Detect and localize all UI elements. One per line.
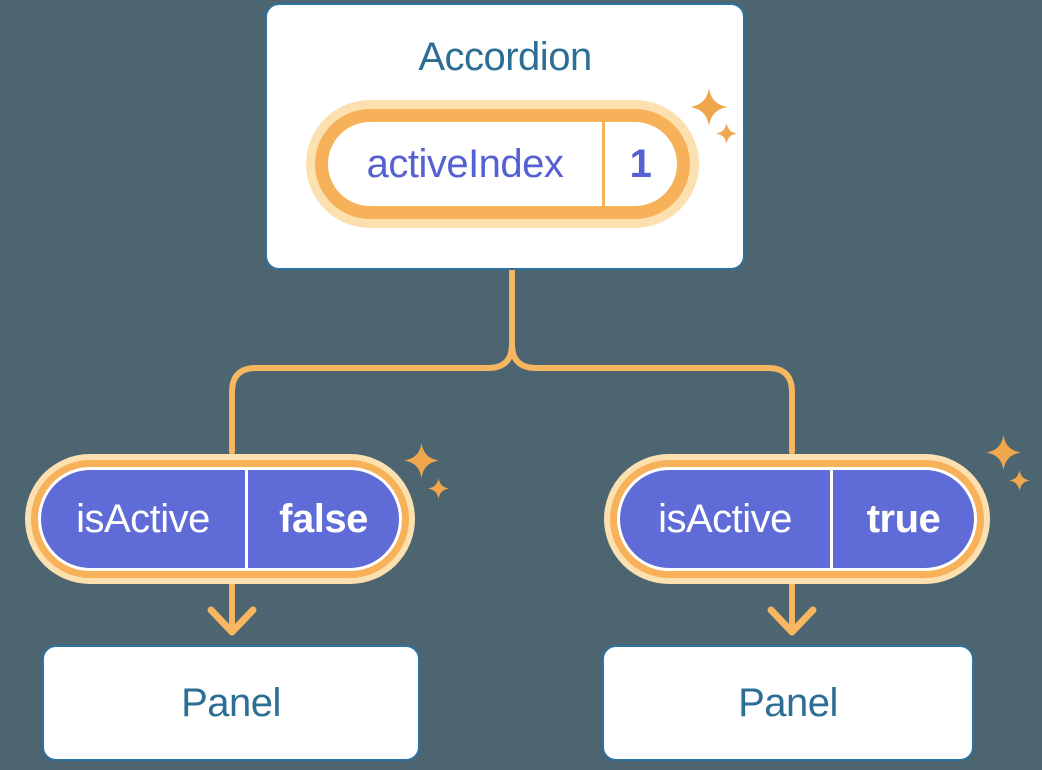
panel-box-right: Panel xyxy=(602,645,974,761)
arrow-head-left-icon xyxy=(207,606,257,636)
prop-pill-isactive-false: isActive false xyxy=(38,467,402,571)
prop-pill-label-cell: isActive xyxy=(41,470,245,568)
prop-pill-value-cell: true xyxy=(833,470,974,568)
sparkle-large-icon xyxy=(690,88,728,126)
sparkle-small-icon xyxy=(1009,470,1030,491)
sparkle-small-icon xyxy=(428,478,449,499)
prop-pill-value: true xyxy=(866,496,941,541)
state-pill-divider xyxy=(602,122,605,206)
state-pill-label-cell: activeIndex xyxy=(328,122,602,206)
prop-pill-label: isActive xyxy=(658,496,792,541)
branch-line-left xyxy=(229,268,515,455)
panel-title: Panel xyxy=(181,680,281,725)
state-pill-value-cell: 1 xyxy=(605,122,678,206)
prop-pill-label-cell: isActive xyxy=(620,470,830,568)
prop-pill-value-cell: false xyxy=(248,470,399,568)
prop-pill-divider xyxy=(245,470,248,568)
sparkle-small-icon xyxy=(716,123,737,144)
accordion-title: Accordion xyxy=(418,35,592,79)
prop-pill-isactive-true: isActive true xyxy=(617,467,977,571)
panel-box-left: Panel xyxy=(42,645,420,761)
panel-title: Panel xyxy=(738,680,838,725)
prop-pill-value: false xyxy=(279,496,368,541)
state-pill-value: 1 xyxy=(629,141,652,186)
sparkle-large-icon xyxy=(986,435,1021,470)
prop-pill-label: isActive xyxy=(76,496,210,541)
branch-line-right xyxy=(509,268,795,455)
sparkle-large-icon xyxy=(404,443,439,478)
prop-pill-divider xyxy=(830,470,833,568)
state-pill: activeIndex 1 xyxy=(315,109,690,219)
arrow-head-right-icon xyxy=(767,606,817,636)
state-pill-label: activeIndex xyxy=(366,141,564,186)
